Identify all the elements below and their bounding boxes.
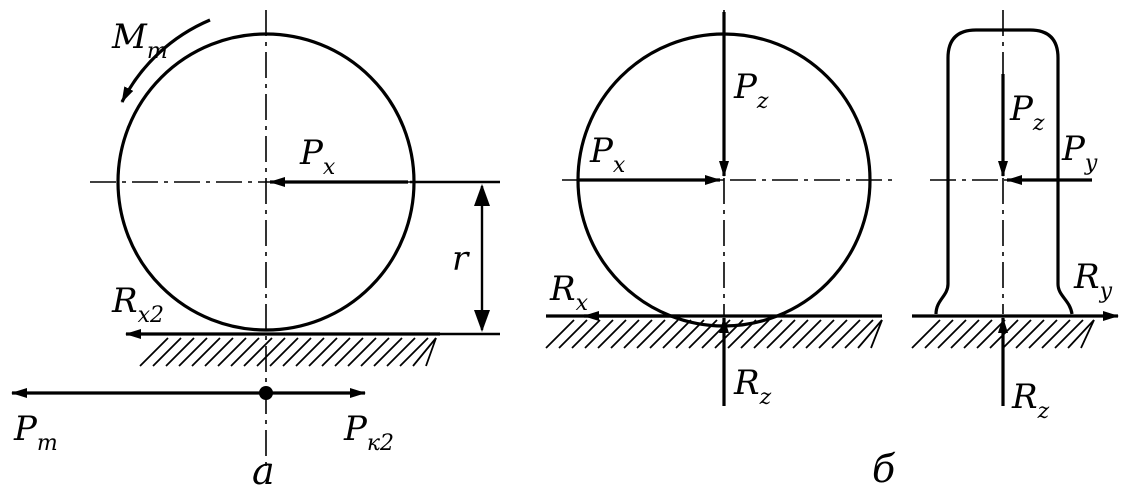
hatch-stroke (727, 319, 757, 349)
hatch-stroke (688, 319, 718, 349)
hatch-stroke (412, 337, 437, 367)
hatch-stroke (386, 337, 416, 367)
hatch-stroke (217, 337, 247, 367)
hatch-stroke (584, 319, 614, 349)
ground-hatch-a (139, 337, 437, 367)
hatch-stroke (243, 337, 273, 367)
radius-arrow-bottom (474, 310, 490, 332)
label-py: Py (1061, 129, 1098, 176)
ground-hatch-b (545, 319, 883, 349)
hatch-stroke (870, 319, 883, 349)
hatch-stroke (360, 337, 390, 367)
hatch-stroke (976, 319, 1006, 349)
hatch-stroke (636, 319, 666, 349)
hatch-stroke (282, 337, 312, 367)
hatch-stroke (924, 319, 954, 349)
label-pz-b: Pz (733, 67, 769, 114)
hatch-stroke (766, 319, 796, 349)
hatch-stroke (1015, 319, 1045, 349)
moment-arrow (120, 18, 211, 103)
hatch-stroke (425, 337, 437, 367)
hatch-stroke (989, 319, 1019, 349)
ground-hatch-c (911, 319, 1095, 349)
hatch-stroke (571, 319, 601, 349)
hatch-stroke (805, 319, 835, 349)
hatch-stroke (399, 337, 429, 367)
hatch-stroke (1041, 319, 1071, 349)
hatch-stroke (844, 319, 874, 349)
hatch-stroke (714, 319, 744, 349)
label-rz-b: Rz (733, 363, 772, 410)
hatch-stroke (1080, 319, 1095, 349)
radius-arrow-top (474, 184, 490, 206)
hatch-stroke (1028, 319, 1058, 349)
hatch-stroke (1067, 319, 1095, 349)
hatch-stroke (649, 319, 679, 349)
label-rz-c: Rz (1011, 377, 1050, 424)
label-ry: Ry (1073, 257, 1113, 304)
label-pk2: Pк2 (343, 409, 394, 456)
hatch-stroke (269, 337, 299, 367)
label-rx2: Rx2 (111, 281, 164, 328)
label-radius: r (452, 239, 470, 279)
hatch-stroke (165, 337, 195, 367)
hatch-stroke (334, 337, 364, 367)
hatch-stroke (753, 319, 783, 349)
label-pt: Pт (13, 409, 58, 456)
caption-a: а (252, 449, 275, 492)
hatch-stroke (831, 319, 861, 349)
hatch-stroke (230, 337, 260, 367)
hatch-stroke (321, 337, 351, 367)
label-pz-c: Pz (1009, 89, 1045, 136)
hatch-stroke (1054, 319, 1084, 349)
hatch-stroke (610, 319, 640, 349)
label-rx: Rx (549, 269, 589, 316)
hatch-stroke (139, 337, 169, 367)
label-px-a: Px (299, 133, 336, 180)
hatch-stroke (152, 337, 182, 367)
hatch-stroke (295, 337, 325, 367)
hatch-stroke (545, 319, 575, 349)
hatch-stroke (373, 337, 403, 367)
application-point (259, 386, 273, 400)
hatch-stroke (191, 337, 221, 367)
hatch-stroke (308, 337, 338, 367)
label-moment: Mт (111, 17, 168, 64)
hatch-stroke (558, 319, 588, 349)
hatch-stroke (597, 319, 627, 349)
hatch-stroke (623, 319, 653, 349)
hatch-stroke (911, 319, 941, 349)
hatch-stroke (256, 337, 286, 367)
hatch-stroke (178, 337, 208, 367)
hatch-stroke (347, 337, 377, 367)
hatch-stroke (701, 319, 731, 349)
hatch-stroke (963, 319, 993, 349)
panel-b: Pz Px Rx Rz б (545, 10, 896, 491)
label-px-b: Px (589, 131, 626, 178)
hatch-stroke (662, 319, 692, 349)
hatch-stroke (937, 319, 967, 349)
hatch-stroke (857, 319, 883, 349)
hatch-stroke (740, 319, 770, 349)
hatch-stroke (950, 319, 980, 349)
hatch-stroke (1002, 319, 1032, 349)
hatch-stroke (204, 337, 234, 367)
caption-b: б (872, 447, 896, 491)
hatch-stroke (792, 319, 822, 349)
hatch-stroke (779, 319, 809, 349)
panel-a: Mт Px r Rx2 Pт Pк2 а (11, 10, 500, 492)
hatch-stroke (818, 319, 848, 349)
panel-c: Pz Py Ry Rz (911, 10, 1119, 424)
hatch-stroke (675, 319, 705, 349)
